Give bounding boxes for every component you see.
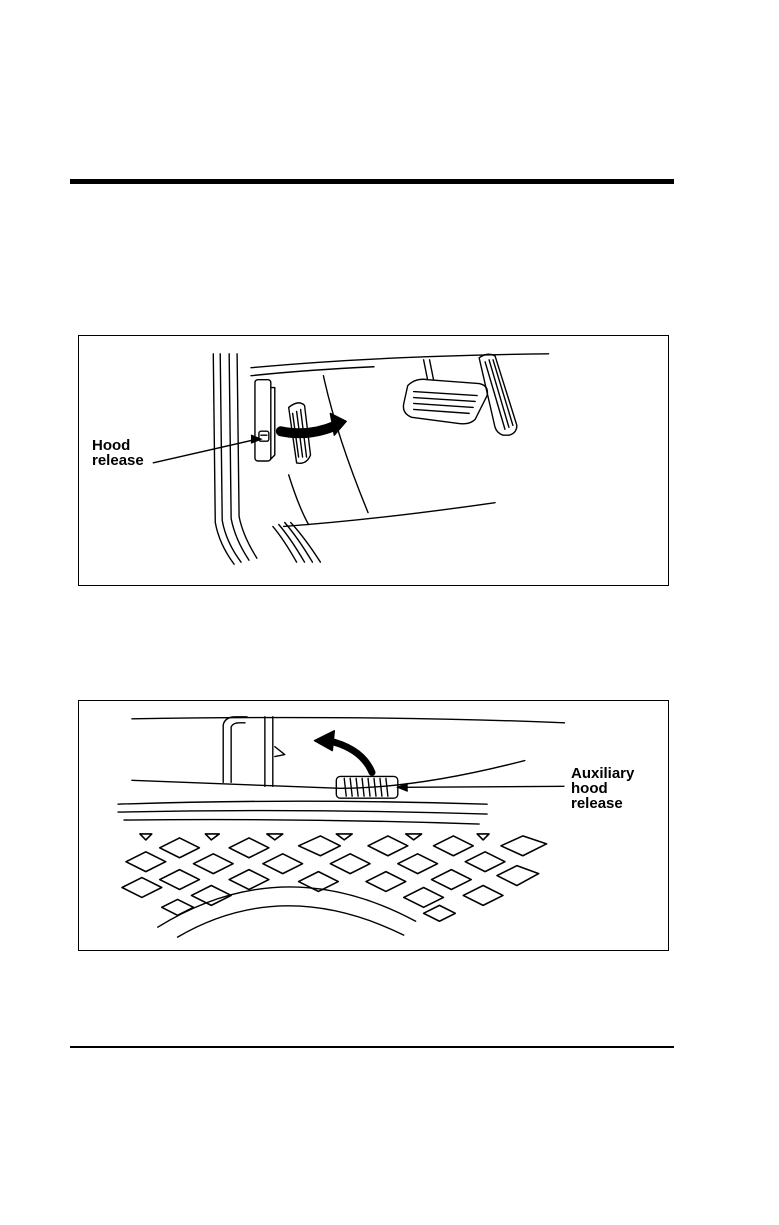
header-rule [70, 179, 674, 184]
auxiliary-hood-release-figure: Auxiliary hood release [78, 700, 669, 951]
footer-rule [70, 1046, 674, 1048]
callout-leader-line [79, 336, 668, 585]
hood-release-figure: Hood release [78, 335, 669, 586]
callout-leader-line [79, 701, 668, 950]
